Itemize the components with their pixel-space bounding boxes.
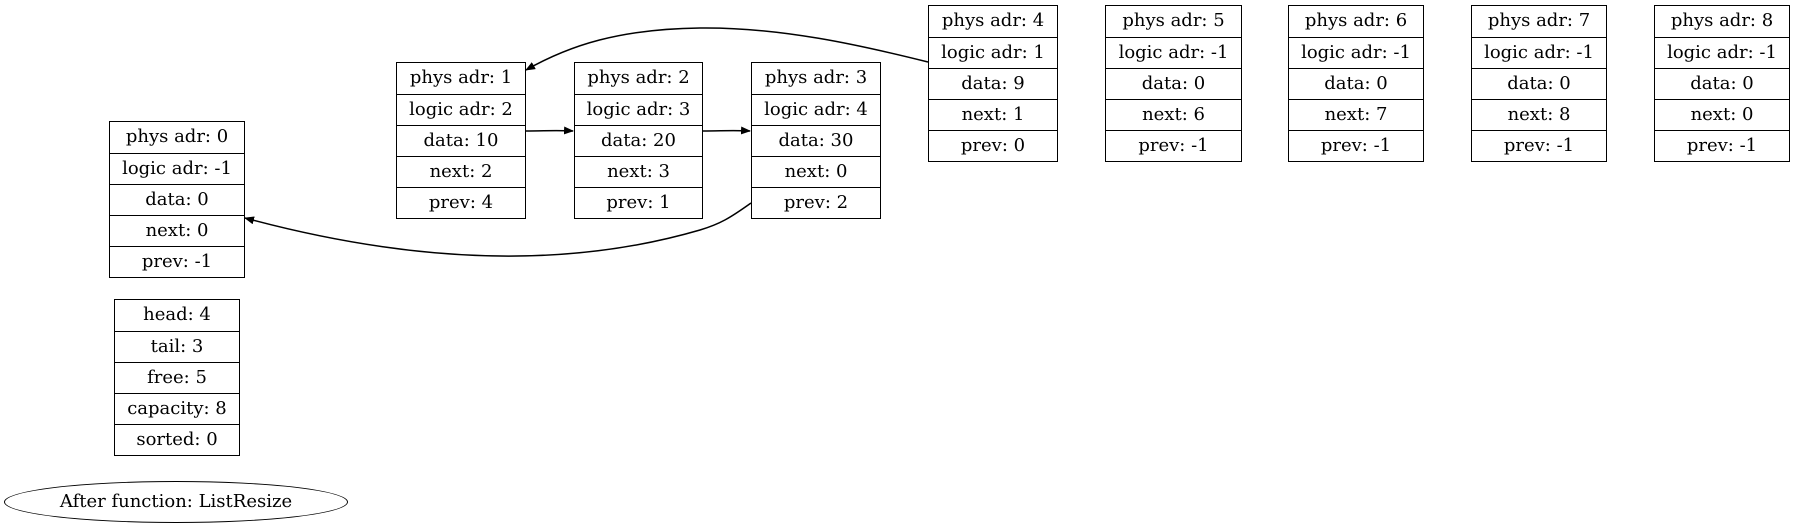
node-8-prev: prev: -1	[1655, 130, 1789, 161]
list-head: head: 4	[143, 304, 211, 325]
node-1-box: phys adr: 1 logic adr: 2 data: 10 next: …	[396, 62, 526, 219]
node-4-box: phys adr: 4 logic adr: 1 data: 9 next: 1…	[928, 5, 1058, 162]
edge-node-3-to-node-0	[244, 202, 752, 257]
node-2-prev: prev: 1	[575, 187, 702, 218]
node-5-logic-adr: logic adr: -1	[1106, 37, 1241, 68]
node-2-next: next: 3	[575, 156, 702, 187]
node-2-logic-adr: logic adr: 3	[575, 94, 702, 125]
node-4-prev: prev: 0	[929, 130, 1057, 161]
node-3-prev: prev: 2	[752, 187, 880, 218]
node-4-logic-adr: logic adr: 1	[929, 37, 1057, 68]
node-1-next: next: 2	[397, 156, 525, 187]
node-1-data: data: 10	[397, 125, 525, 156]
node-4-phys-adr: phys adr: 4	[941, 10, 1045, 31]
list-sorted: sorted: 0	[115, 424, 239, 455]
node-7-prev: prev: -1	[1472, 130, 1606, 161]
node-1-prev: prev: 4	[397, 187, 525, 218]
node-4-data: data: 9	[929, 68, 1057, 99]
node-0-logic-adr: logic adr: -1	[110, 153, 244, 184]
node-8-next: next: 0	[1655, 99, 1789, 130]
node-1-phys-adr: phys adr: 1	[409, 67, 513, 88]
node-7-next: next: 8	[1472, 99, 1606, 130]
node-0-next: next: 0	[110, 215, 244, 246]
node-2-data: data: 20	[575, 125, 702, 156]
node-7-logic-adr: logic adr: -1	[1472, 37, 1606, 68]
node-0-phys-adr: phys adr: 0	[125, 126, 229, 147]
node-3-phys-adr: phys adr: 3	[764, 67, 868, 88]
node-0-data: data: 0	[110, 184, 244, 215]
node-2-phys-adr: phys adr: 2	[587, 67, 690, 88]
node-7-phys-adr: phys adr: 7	[1487, 10, 1591, 31]
node-3-next: next: 0	[752, 156, 880, 187]
node-8-data: data: 0	[1655, 68, 1789, 99]
node-3-data: data: 30	[752, 125, 880, 156]
node-2-box: phys adr: 2 logic adr: 3 data: 20 next: …	[574, 62, 703, 219]
node-5-box: phys adr: 5 logic adr: -1 data: 0 next: …	[1105, 5, 1242, 162]
node-8-logic-adr: logic adr: -1	[1655, 37, 1789, 68]
node-4-next: next: 1	[929, 99, 1057, 130]
node-6-prev: prev: -1	[1289, 130, 1423, 161]
node-7-data: data: 0	[1472, 68, 1606, 99]
node-5-phys-adr: phys adr: 5	[1122, 10, 1225, 31]
node-8-phys-adr: phys adr: 8	[1670, 10, 1774, 31]
caption-ellipse: After function: ListResize	[4, 481, 348, 523]
edge-node-4-to-node-1	[525, 27, 929, 71]
node-5-next: next: 6	[1106, 99, 1241, 130]
node-5-data: data: 0	[1106, 68, 1241, 99]
list-tail: tail: 3	[115, 331, 239, 362]
node-3-box: phys adr: 3 logic adr: 4 data: 30 next: …	[751, 62, 881, 219]
list-free: free: 5	[115, 362, 239, 393]
node-6-logic-adr: logic adr: -1	[1289, 37, 1423, 68]
node-8-box: phys adr: 8 logic adr: -1 data: 0 next: …	[1654, 5, 1790, 162]
node-1-logic-adr: logic adr: 2	[397, 94, 525, 125]
list-capacity: capacity: 8	[115, 393, 239, 424]
list-info-box: head: 4 tail: 3 free: 5 capacity: 8 sort…	[114, 299, 240, 456]
node-6-next: next: 7	[1289, 99, 1423, 130]
node-0-prev: prev: -1	[110, 246, 244, 277]
node-7-box: phys adr: 7 logic adr: -1 data: 0 next: …	[1471, 5, 1607, 162]
node-5-prev: prev: -1	[1106, 130, 1241, 161]
node-6-phys-adr: phys adr: 6	[1304, 10, 1408, 31]
node-3-logic-adr: logic adr: 4	[752, 94, 880, 125]
node-0-box: phys adr: 0 logic adr: -1 data: 0 next: …	[109, 121, 245, 278]
node-6-data: data: 0	[1289, 68, 1423, 99]
node-6-box: phys adr: 6 logic adr: -1 data: 0 next: …	[1288, 5, 1424, 162]
